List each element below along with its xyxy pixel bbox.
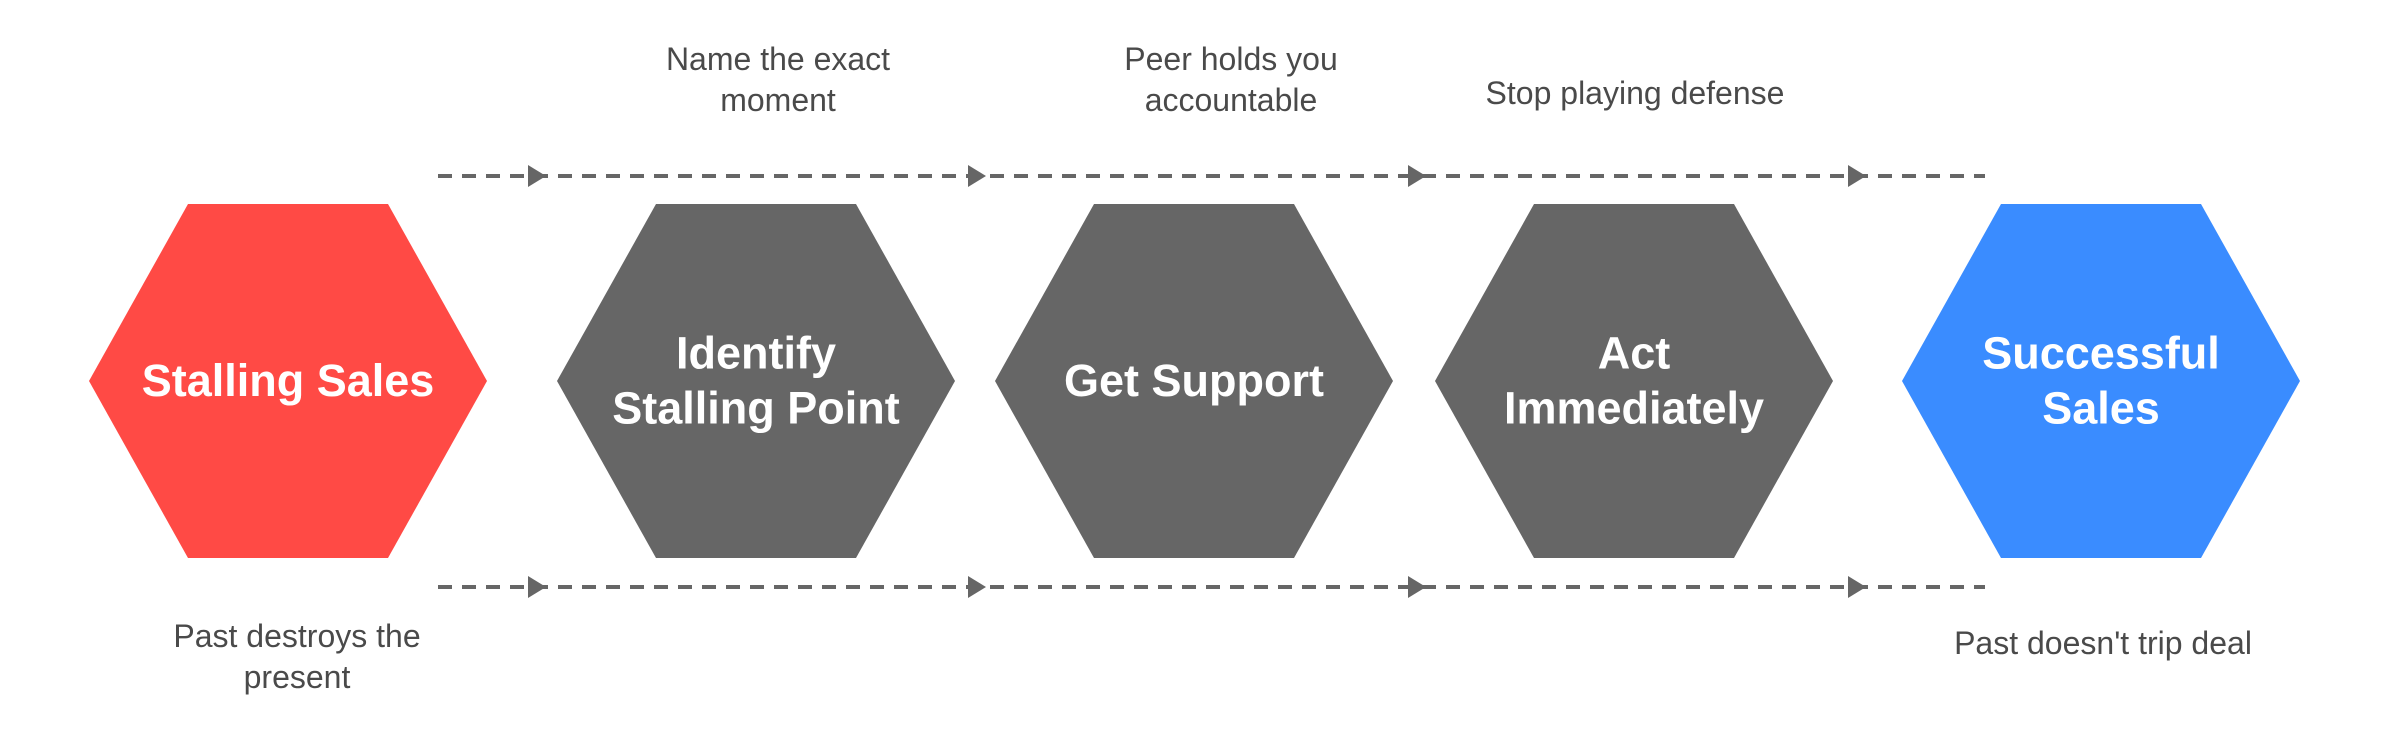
arrowhead-icon — [528, 576, 546, 598]
step-label-identify-stalling-point: Identify — [676, 328, 836, 379]
note-peer-accountable: Peer holds you accountable — [1124, 41, 1337, 118]
note-text: Peer holds you — [1124, 41, 1337, 77]
note-past-destroys: Past destroys the present — [173, 618, 420, 695]
note-text: Past destroys the — [173, 618, 420, 654]
annotations: Name the exact moment Peer holds you accoun… — [173, 41, 2252, 695]
arrowhead-icon — [968, 165, 986, 187]
step-stalling-sales: Stalling Sales — [89, 204, 487, 558]
note-text: Name the exact — [666, 41, 890, 77]
hexagon-successful-sales — [1902, 204, 2300, 558]
arrowhead-icon — [528, 165, 546, 187]
flow-arrows — [438, 165, 1985, 598]
step-label-get-support: Get Support — [1064, 355, 1324, 406]
note-past-doesnt-trip: Past doesn't trip deal — [1954, 625, 2252, 661]
note-text: Past doesn't trip deal — [1954, 625, 2252, 661]
note-name-exact-moment: Name the exact moment — [666, 41, 890, 118]
arrowhead-icon — [968, 576, 986, 598]
top-flow-line — [438, 165, 1985, 187]
hexagon-get-support — [995, 204, 1393, 558]
arrowhead-icon — [1408, 165, 1426, 187]
note-stop-defense: Stop playing defense — [1486, 75, 1785, 111]
step-label-stalling-sales: Stalling Sales — [142, 355, 435, 406]
step-get-support: Get Support — [995, 204, 1393, 558]
arrowhead-icon — [1848, 576, 1866, 598]
hexagon-identify-stalling-point — [557, 204, 955, 558]
hexagon-stalling-sales — [89, 204, 487, 558]
arrowhead-icon — [1408, 576, 1426, 598]
arrowhead-icon — [1848, 165, 1866, 187]
step-label-act-immediately: Act — [1598, 328, 1671, 379]
note-text: Stop playing defense — [1486, 75, 1785, 111]
note-text: accountable — [1145, 82, 1318, 118]
hexagon-act-immediately — [1435, 204, 1833, 558]
bottom-flow-line — [438, 576, 1985, 598]
step-label-identify-stalling-point: Stalling Point — [612, 383, 900, 434]
note-text: present — [244, 659, 351, 695]
step-label-act-immediately: Immediately — [1504, 383, 1764, 434]
step-label-successful-sales: Sales — [2042, 383, 2160, 434]
step-label-successful-sales: Successful — [1982, 328, 2220, 379]
note-text: moment — [720, 82, 836, 118]
